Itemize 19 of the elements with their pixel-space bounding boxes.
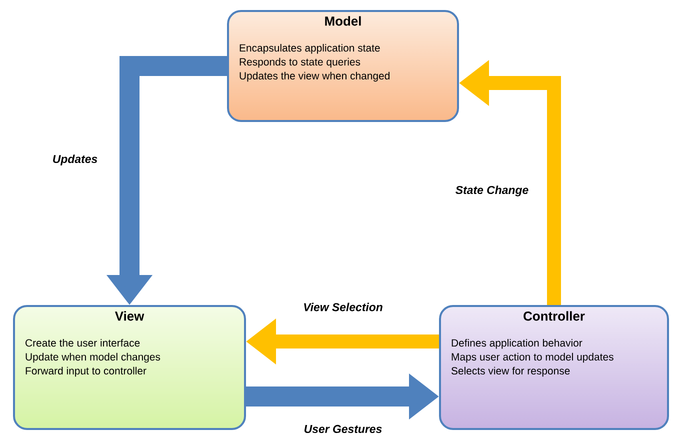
component-box [227,10,459,122]
node-label: Controller [524,311,585,321]
component-box [439,304,669,430]
node-label: View [114,311,144,321]
node-label: Defines application behavior [452,338,582,349]
node-label: Update when model changes [26,352,160,363]
node-label: Selects view for response [451,366,570,377]
node-label: Create the user interface [26,338,140,347]
edge-label: Updates [53,154,98,166]
node-label: Forward input to controller [26,366,146,377]
component-box [13,304,246,430]
node-label: Updates the view when changed [240,72,390,82]
edge-label: State Change [456,186,528,196]
edge-label: User Gestures [304,424,382,434]
node-label: Model [325,16,361,26]
edge-label: View Selection [304,302,382,312]
node-label: Maps user action to model updates [452,352,614,363]
node-label: Responds to state queries [240,58,360,68]
node-label: Encapsulates application state [240,44,380,54]
